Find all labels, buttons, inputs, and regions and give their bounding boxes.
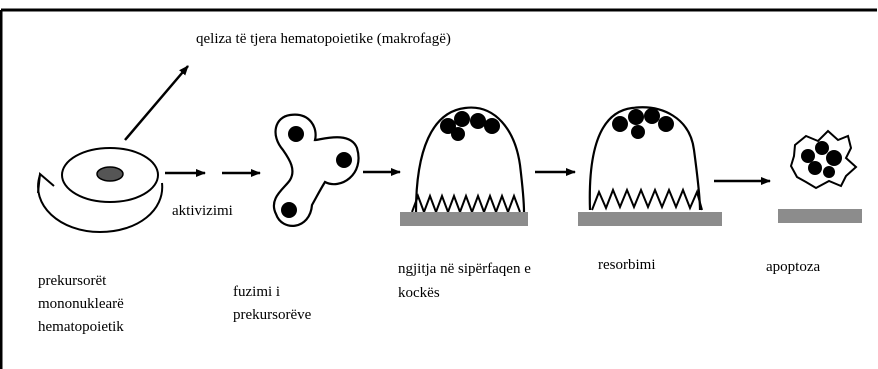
label-activation: aktivizimi	[172, 202, 233, 221]
apoptotic-fragment-2	[815, 141, 829, 155]
proliferation-arrowhead	[38, 174, 54, 193]
apoptotic-fragment-5	[823, 166, 835, 178]
resorption-cell	[578, 107, 722, 226]
label-attachment-line-1: ngjitja në sipërfaqen e	[398, 260, 531, 279]
attachment-nucleus-2	[454, 111, 470, 127]
bone-surface-attachment	[400, 212, 528, 226]
fusion-nucleus-2	[336, 152, 352, 168]
attachment-nucleus-5	[451, 127, 465, 141]
resorption-nucleus-2	[628, 109, 644, 125]
apoptotic-fragment-4	[808, 161, 822, 175]
label-precursors-line-2: mononuklearë	[38, 295, 124, 314]
apoptotic-cell	[778, 131, 862, 223]
label-resorption: resorbimi	[598, 256, 656, 275]
attachment-cell-membrane	[416, 108, 524, 212]
label-apoptosis: apoptoza	[766, 258, 820, 277]
label-fusion-line-1: fuzimi i	[233, 283, 280, 302]
precursor-nucleus	[97, 167, 123, 181]
fusion-nucleus-1	[288, 126, 304, 142]
label-precursors-line-1: prekursorët	[38, 272, 106, 291]
arrow-to-other-cells	[125, 66, 188, 140]
apoptotic-fragment-3	[826, 150, 842, 166]
apoptotic-cell-membrane	[791, 131, 856, 188]
resorption-nucleus-5	[631, 125, 645, 139]
resorption-nucleus-3	[644, 108, 660, 124]
precursor-cell	[38, 148, 162, 232]
apoptotic-fragment-1	[801, 149, 815, 163]
label-precursors-line-3: hematopoietik	[38, 318, 124, 337]
attachment-cell	[400, 108, 528, 226]
fusion-cell	[274, 115, 359, 226]
label-attachment-line-2: kockës	[398, 284, 440, 303]
resorption-cell-membrane	[590, 107, 700, 210]
resorption-nucleus-1	[612, 116, 628, 132]
bone-surface-apoptosis	[778, 209, 862, 223]
label-fusion-line-2: prekursorëve	[233, 306, 311, 325]
bone-surface-resorption-base	[578, 212, 722, 226]
attachment-nucleus-3	[470, 113, 486, 129]
fusion-nucleus-3	[281, 202, 297, 218]
label-other-hematopoietic-cells: qeliza të tjera hematopoietike (makrofag…	[196, 30, 451, 49]
resorption-nucleus-4	[658, 116, 674, 132]
attachment-nucleus-4	[484, 118, 500, 134]
